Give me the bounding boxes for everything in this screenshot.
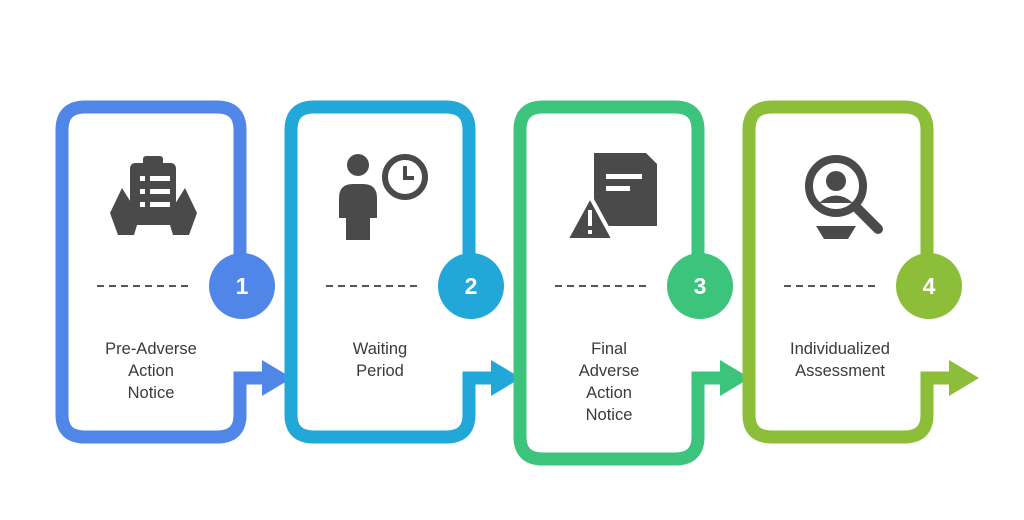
step-3-label: Final Adverse Action Notice xyxy=(578,340,640,424)
step-2-arrow xyxy=(491,360,521,396)
step-4: 4 xyxy=(742,100,979,444)
person-magnifier-icon xyxy=(805,155,883,239)
step-2-number: 2 xyxy=(465,273,478,299)
step-1-label: Pre-Adverse Action Notice xyxy=(105,340,197,402)
step-1-arrow xyxy=(262,360,292,396)
step-3: 3 xyxy=(513,100,750,466)
step-4-arrow xyxy=(949,360,979,396)
step-4-number: 4 xyxy=(923,273,936,299)
step-1-frame xyxy=(55,100,262,444)
document-warning-icon xyxy=(564,153,657,242)
step-3-number: 3 xyxy=(694,273,707,299)
clipboard-hands-icon xyxy=(110,156,197,235)
step-2: 2 xyxy=(284,100,521,444)
step-4-badge xyxy=(896,253,962,319)
step-4-label: Individualized Assessment xyxy=(790,340,890,380)
person-clock-icon xyxy=(339,154,428,240)
step-3-badge xyxy=(667,253,733,319)
step-3-arrow xyxy=(720,360,750,396)
step-3-frame xyxy=(513,100,720,466)
step-2-badge xyxy=(438,253,504,319)
step-1-number: 1 xyxy=(236,273,249,299)
step-1-badge xyxy=(209,253,275,319)
step-2-frame xyxy=(284,100,491,444)
step-2-label: Waiting Period xyxy=(352,340,408,380)
step-1: 1 xyxy=(55,100,292,444)
step-4-frame xyxy=(742,100,949,444)
